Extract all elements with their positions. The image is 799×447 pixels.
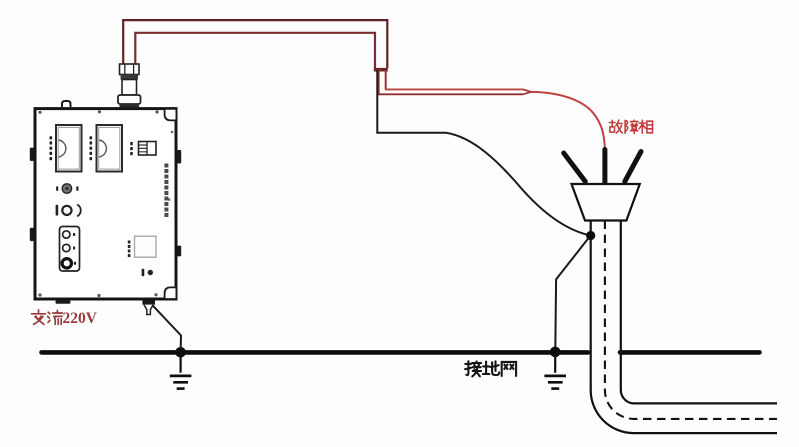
svg-text:220V: 220V [63,310,98,327]
